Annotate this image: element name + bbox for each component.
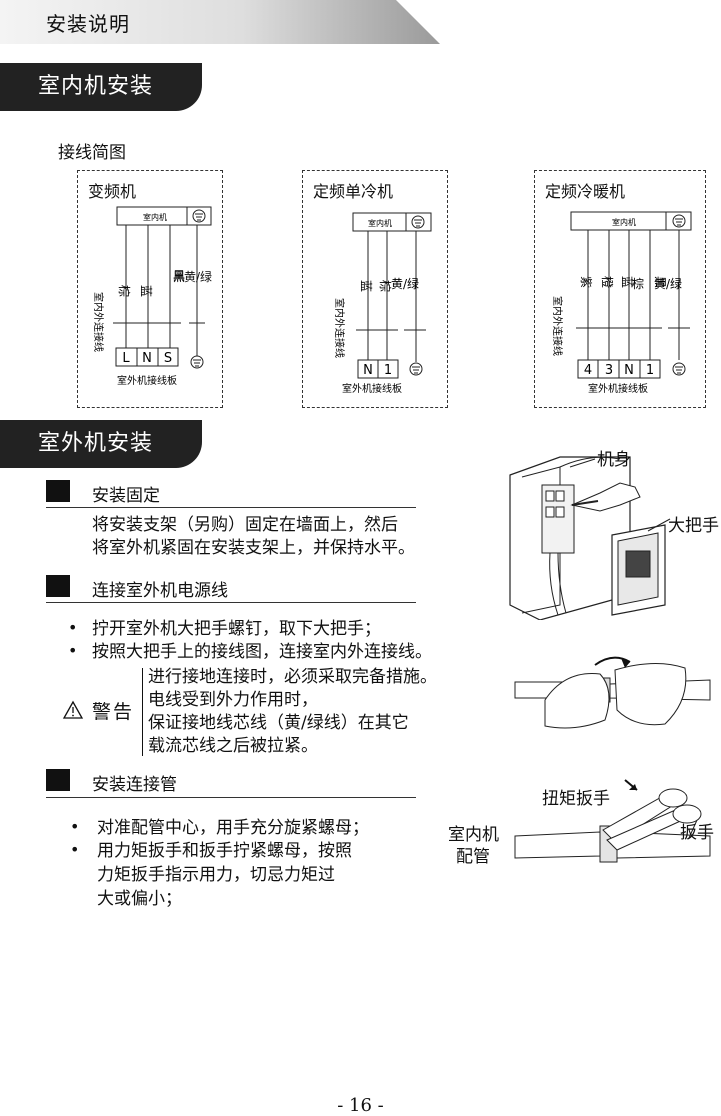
wire-label: 蓝 <box>620 276 634 288</box>
unit-label: 室内机 <box>612 217 636 227</box>
label-torque-wrench: 扭矩扳手 <box>542 789 610 809</box>
power-bullet-2: 按照大把手上的接线图，连接室内外连接线。 <box>92 642 432 662</box>
hand-tighten-illustration <box>514 656 711 729</box>
terminal: N <box>142 351 152 366</box>
label-handle: 大把手 <box>668 516 719 536</box>
terminal: 4 <box>584 363 592 378</box>
wiring-diagram-2-svg: 室内机 蓝 棕 黄/绿 室内外连接线 N 1 室外机接线板 <box>333 212 432 395</box>
wire-label: 紫 <box>579 276 593 288</box>
pipe-bullet-2-line-2: 力矩扳手指示用力，切忌力矩过 <box>97 865 335 885</box>
wiring-diagram-3-svg: 室内机 紫 橙 蓝 棕 黑 黄/绿 室内外连接线 4 3 N 1 室外机接线板 <box>551 211 692 395</box>
wire-label: 黑 <box>653 276 667 288</box>
indoor-section-title: 室内机安装 <box>0 63 202 111</box>
wire-label: 蓝 <box>359 280 373 292</box>
terminal: 1 <box>384 363 392 378</box>
warning-line-2: 电线受到外力作用时， <box>148 690 318 710</box>
ground-icon <box>672 214 686 228</box>
board-label: 室外机接线板 <box>588 382 648 395</box>
wire-label: 棕 <box>632 276 644 291</box>
wiring-diagram-inverter <box>77 170 223 408</box>
terminal: 1 <box>646 363 654 378</box>
diagram-title: 定频单冷机 <box>313 182 394 201</box>
ground-icon <box>409 362 423 376</box>
ground-icon <box>190 355 204 369</box>
power-heading: 连接室外机电源线 <box>92 581 228 601</box>
diagram-title: 定频冷暖机 <box>545 182 626 201</box>
wire-label: 黄/绿 <box>391 276 419 291</box>
outdoor-unit-illustration <box>509 456 671 620</box>
warning-divider <box>142 668 143 756</box>
wire-label: 棕 <box>117 285 132 297</box>
bullet: • <box>68 618 78 637</box>
wire-label-black: 黑 <box>173 270 186 284</box>
wire-label: 黑 <box>173 269 185 283</box>
diagram-title: 变频机 <box>88 182 137 201</box>
wiring-diagram-1-svg: 室内机 棕 蓝 黑 x 黄/绿 室内外连接线 L N S 室外机接线板 <box>92 206 212 387</box>
section-marker <box>46 575 70 597</box>
terminal: N <box>363 363 373 378</box>
unit-label: 室内机 <box>143 212 167 222</box>
power-bullet-1: 拧开室外机大把手螺钉，取下大把手； <box>92 619 381 639</box>
wire-label-yellow-green: 黄/绿 <box>184 270 213 284</box>
section-marker <box>46 769 70 791</box>
terminal: S <box>164 351 172 366</box>
terminal: N <box>624 363 634 378</box>
header-title: 安装说明 <box>46 12 130 36</box>
header-banner <box>0 0 440 44</box>
fix-line-2: 将室外机紧固在安装支架上，并保持水平。 <box>92 538 415 558</box>
side-label: 室内外连接线 <box>333 298 346 358</box>
pipe-heading: 安装连接管 <box>92 775 177 795</box>
ground-icon <box>411 215 425 229</box>
ground-icon <box>192 209 206 223</box>
wiring-diagram-fixed-heatpump <box>534 170 706 408</box>
label-pipe-line-2: 配管 <box>456 847 490 867</box>
label-pipe-line-1: 室内机 <box>448 825 499 845</box>
divider <box>46 797 416 798</box>
page-number: - 16 - <box>337 1095 384 1116</box>
pipe-bullet-1: 对准配管中心，用手充分旋紧螺母； <box>97 818 369 838</box>
wire-label: 黄/绿 <box>654 276 682 291</box>
wire-label: 蓝 <box>139 285 153 297</box>
wiring-diagram-fixed-cooling <box>302 170 448 408</box>
warning-line-4: 载流芯线之后被拉紧。 <box>148 736 318 756</box>
warning-label: 警告 <box>92 701 135 723</box>
unit-label: 室内机 <box>368 218 392 228</box>
label-wrench: 扳手 <box>680 823 714 843</box>
warning-line-3: 保证接地线芯线（黄/绿线）在其它 <box>148 713 409 733</box>
terminal: L <box>122 351 130 366</box>
bullet: • <box>70 817 80 836</box>
board-label: 室外机接线板 <box>342 382 402 395</box>
wire-label: 橙 <box>600 276 615 288</box>
fix-heading: 安装固定 <box>92 486 160 506</box>
fix-line-1: 将安装支架（另购）固定在墙面上，然后 <box>92 515 398 535</box>
outdoor-section-title: 室外机安装 <box>0 420 202 468</box>
side-label: 室内外连接线 <box>551 296 564 356</box>
pipe-bullet-2-line-1: 用力矩扳手和扳手拧紧螺母，按照 <box>97 841 352 861</box>
board-label: 室外机接线板 <box>117 374 177 387</box>
bullet: • <box>70 840 80 859</box>
label-body: 机身 <box>597 450 631 470</box>
wiring-title: 接线简图 <box>58 143 126 163</box>
wrench-illustration <box>514 779 711 863</box>
pipe-bullet-2-line-3: 大或偏小； <box>97 889 182 909</box>
bullet: • <box>68 641 78 660</box>
divider <box>46 602 416 603</box>
wire-label: 棕 <box>378 280 393 292</box>
warning-icon <box>62 700 84 719</box>
divider <box>46 507 416 508</box>
side-label: 室内外连接线 <box>92 292 105 352</box>
ground-icon <box>672 362 686 376</box>
warning-line-1: 进行接地连接时，必须采取完备措施。 <box>148 667 437 687</box>
section-marker <box>46 480 70 502</box>
terminal: 3 <box>605 363 613 378</box>
